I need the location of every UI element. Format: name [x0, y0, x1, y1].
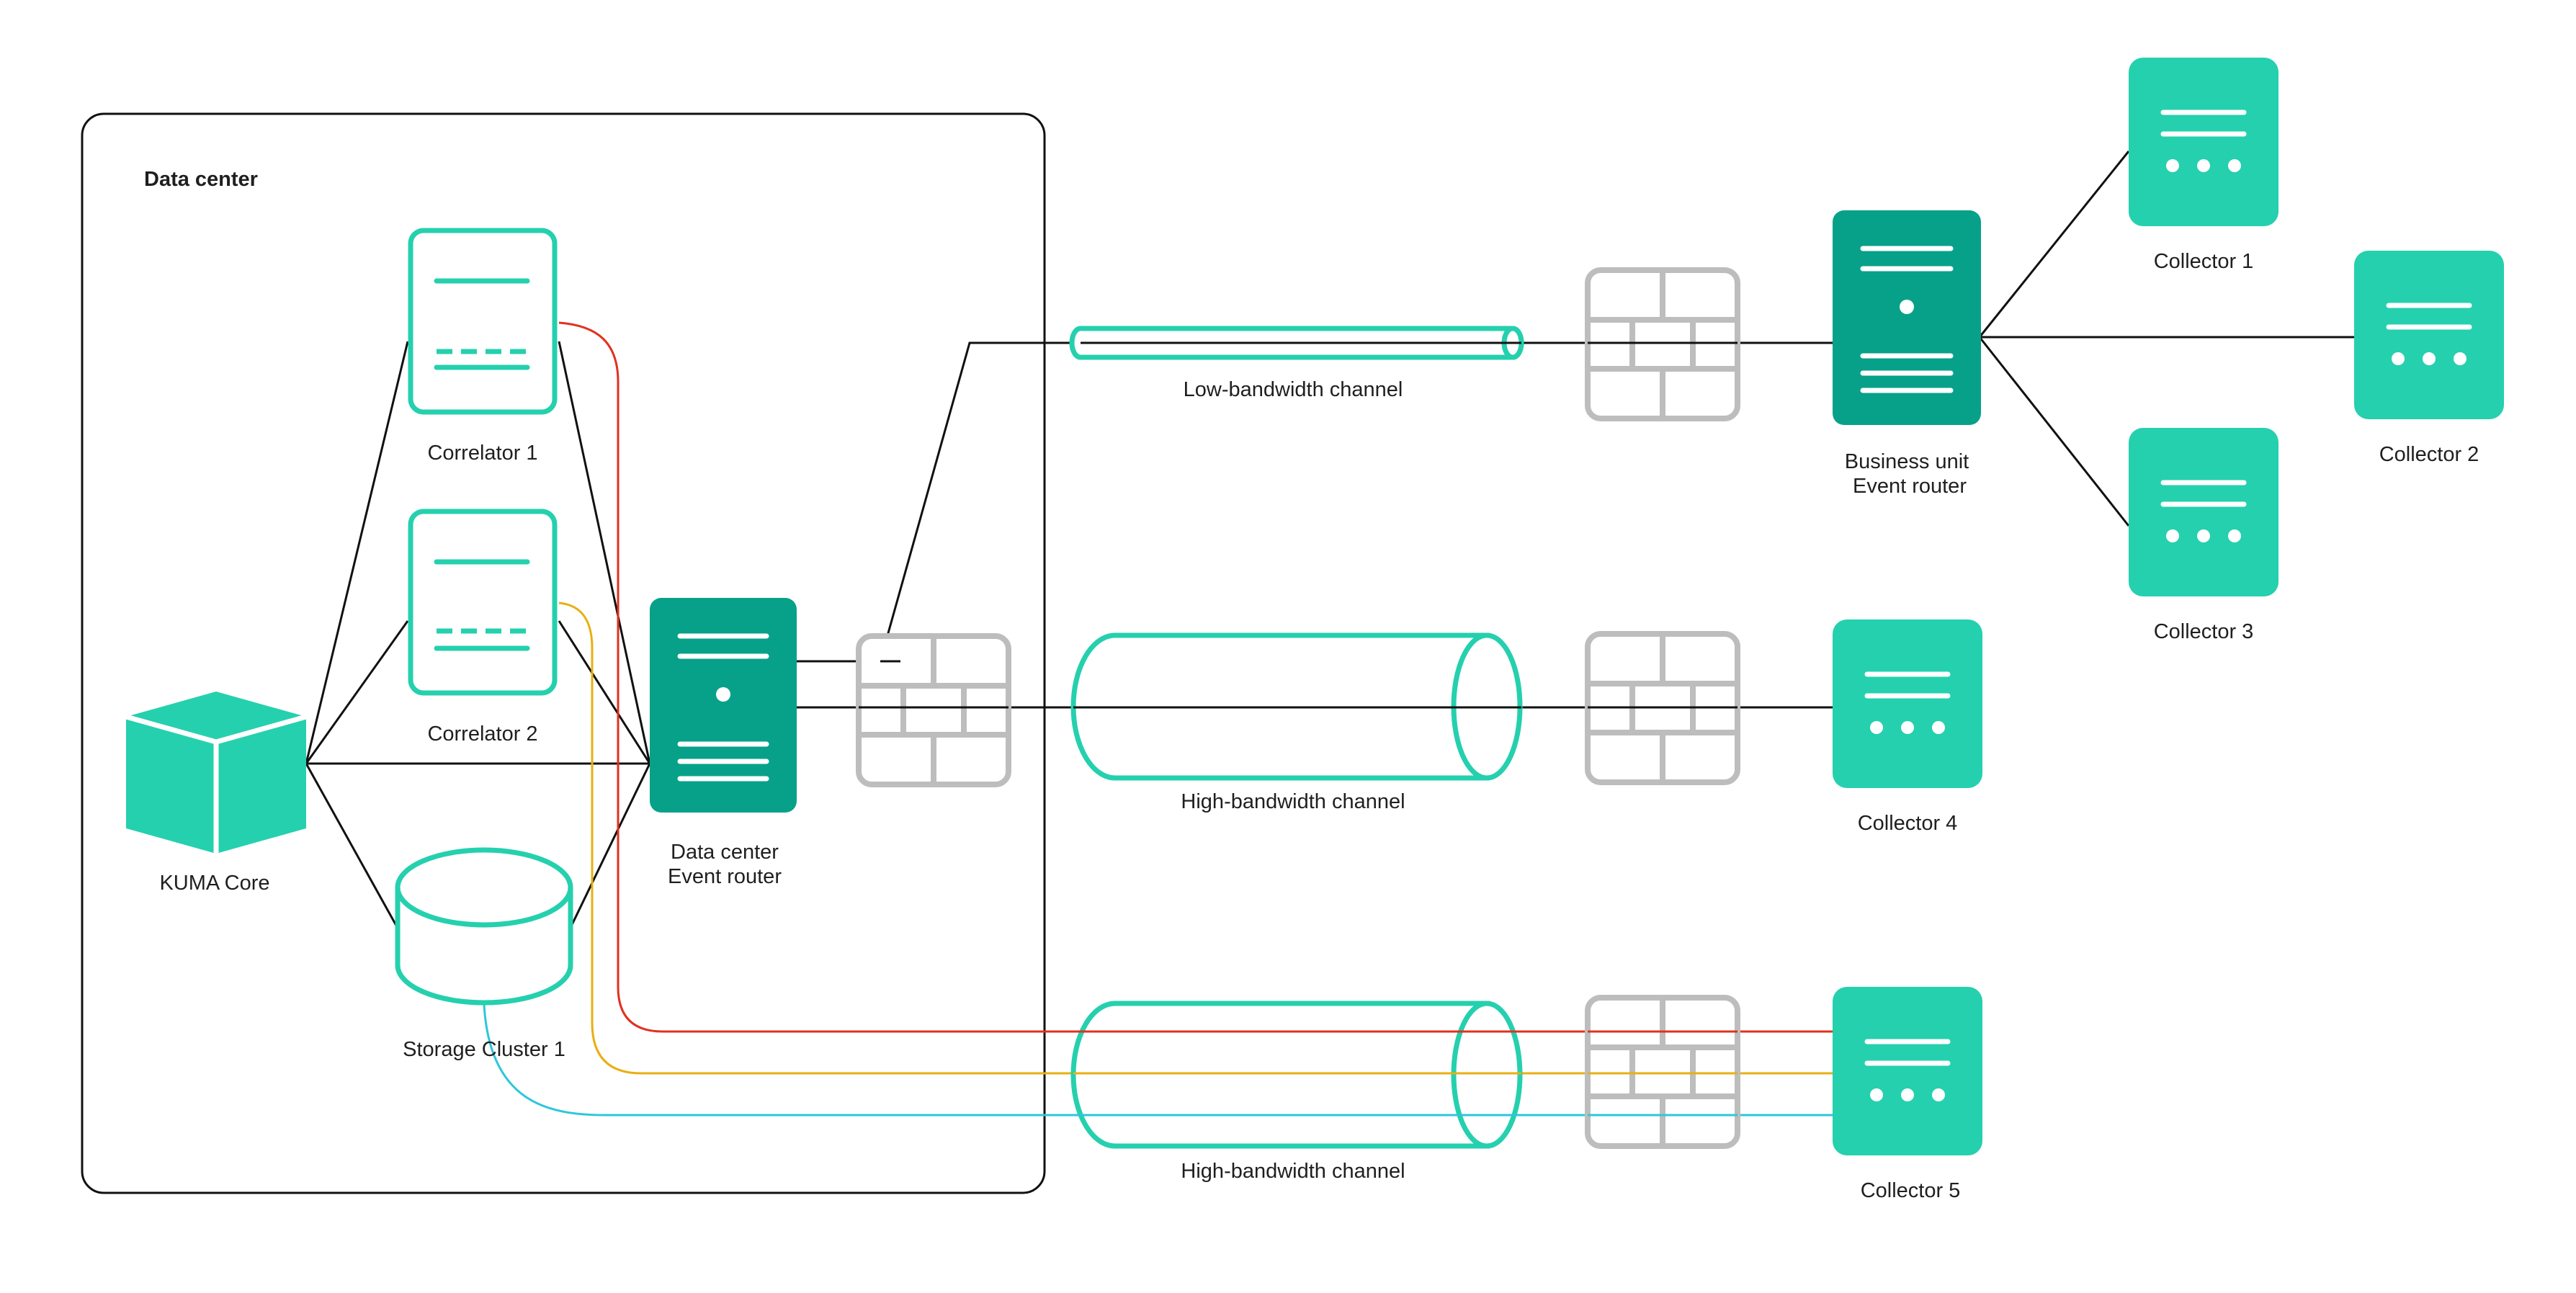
connections: [305, 151, 2354, 931]
storage-cluster-1-label: Storage Cluster 1: [403, 1038, 565, 1061]
server-outline-icon: [408, 509, 558, 696]
link-correlator-2-collector-5: [558, 601, 1833, 1075]
cube-icon: [125, 692, 307, 854]
high-bandwidth-label-1: High-bandwidth channel: [1181, 790, 1405, 813]
bu-event-router-label-line2: Event router: [1853, 475, 1967, 498]
firewall-brick-icon: [856, 633, 1011, 787]
collector-icon: [1833, 619, 1982, 788]
bu-event-router-label-line1: Business unit: [1845, 450, 1969, 473]
collector-icon: [2129, 428, 2278, 596]
firewall-brick-icon: [1585, 995, 1740, 1149]
kuma-core-label: KUMA Core: [159, 872, 269, 895]
pipe-icon: [1069, 326, 1524, 360]
pipe-icon: [1070, 1001, 1523, 1149]
server-tower-icon: [650, 598, 797, 813]
firewall-brick-icon: [1585, 267, 1740, 421]
collector-2-label: Collector 2: [2379, 443, 2479, 466]
collector-3-label: Collector 3: [2154, 620, 2254, 643]
correlator-1-label: Correlator 1: [427, 442, 537, 465]
datacenter-label: Data center: [144, 168, 258, 191]
high-bandwidth-label-2: High-bandwidth channel: [1181, 1160, 1405, 1183]
server-tower-icon: [1833, 210, 1981, 425]
firewall-crossing-colored: [1588, 1030, 1738, 1117]
low-bandwidth-label: Low-bandwidth channel: [1184, 378, 1403, 401]
datacenter-frame: [81, 112, 1046, 1194]
collector-icon: [1833, 987, 1982, 1155]
link-storage-collector-5: [483, 1004, 1833, 1117]
server-outline-icon: [408, 228, 558, 415]
link-correlator-1-collector-5: [558, 321, 1833, 1033]
collector-5-label: Collector 5: [1861, 1179, 1961, 1202]
correlator-2-label: Correlator 2: [427, 722, 537, 746]
collector-4-label: Collector 4: [1858, 812, 1958, 835]
dc-event-router-label-line1: Data center: [671, 841, 779, 864]
database-cylinder-icon: [395, 847, 573, 1006]
collector-1-label: Collector 1: [2154, 250, 2254, 273]
collector-icon: [2354, 251, 2504, 419]
dc-event-router-label-line2: Event router: [668, 865, 782, 888]
pipe-crossing-colored: [1073, 1030, 1521, 1117]
firewall-crossing-lines: [859, 341, 1738, 709]
collector-icon: [2129, 58, 2278, 226]
